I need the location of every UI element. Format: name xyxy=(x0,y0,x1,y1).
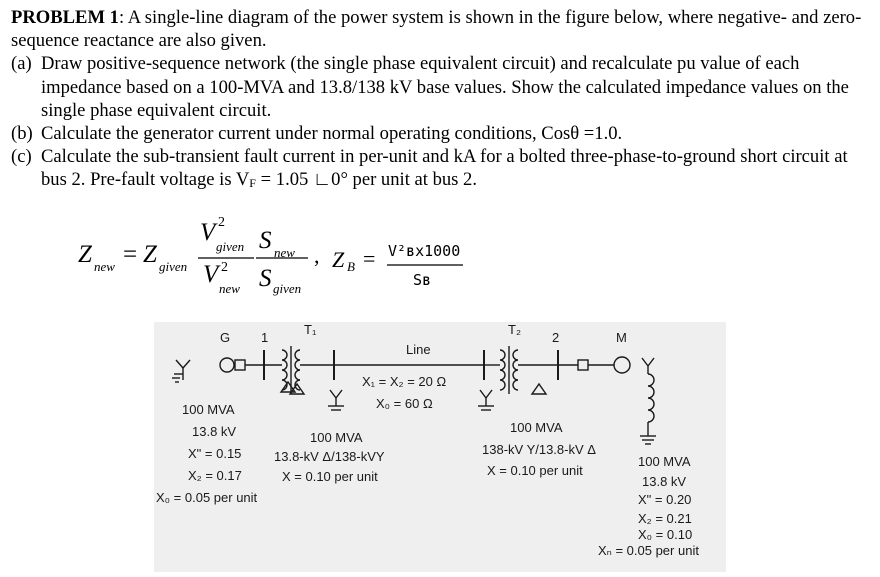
t1-transformer xyxy=(279,346,306,395)
single-line-diagram: G 1 T₁ Line T₂ 2 M X₁ = X₂ = 20 Ω X₀ = 6… xyxy=(154,322,726,572)
formula-s-den: S xyxy=(259,265,272,292)
t1-label: T₁ xyxy=(304,322,317,337)
part-b: (b) Calculate the generator current unde… xyxy=(11,122,871,145)
formula-v-den-sq: 2 xyxy=(221,260,228,275)
formula-v-num-sub: given xyxy=(216,239,245,254)
line-label: Line xyxy=(406,342,431,357)
part-b-text-before: Calculate the generator current under no… xyxy=(41,123,571,145)
bus-2-label: 2 xyxy=(552,330,560,345)
problem-intro: PROBLEM 1: A single-line diagram of the … xyxy=(11,6,871,52)
t1-spec-x: X = 0.10 per unit xyxy=(282,469,378,484)
part-c-label: (c) xyxy=(11,146,32,168)
t1-wye-ground xyxy=(328,389,344,411)
part-b-text-after: =1.0. xyxy=(579,123,623,145)
motor-spec-x2: X₂ = 0.21 xyxy=(638,511,692,526)
t2-spec-kv: 138-kV Y/13.8-kV Δ xyxy=(482,442,596,457)
formula-zb-numerator: V²ʙx1000 xyxy=(388,242,461,260)
impedance-formula: Z new = Z given V 2 given V 2 new S new … xyxy=(0,215,880,305)
t2-label: T₂ xyxy=(508,322,521,337)
part-b-label: (b) xyxy=(11,123,33,145)
part-c: (c) Calculate the sub-transient fault cu… xyxy=(11,145,871,195)
t2-spec-x: X = 0.10 per unit xyxy=(487,463,583,478)
gen-spec-mva: 100 MVA xyxy=(182,402,235,417)
part-c-sub-f: F xyxy=(249,176,256,191)
part-b-theta: θ xyxy=(570,123,580,145)
generator-breaker xyxy=(234,359,246,371)
formula-s-den-sub: given xyxy=(273,281,302,296)
motor-spec-xsub: X" = 0.20 xyxy=(638,492,692,507)
part-c-text-before: Calculate the sub-transient fault curren… xyxy=(41,146,848,191)
formula-v-den: V xyxy=(203,261,219,288)
motor-spec-mva: 100 MVA xyxy=(638,454,691,469)
motor-breaker xyxy=(577,359,589,371)
part-a: (a) Draw positive-sequence network (the … xyxy=(11,52,871,122)
part-c-text-after: = 1.05 ∟0° per unit at bus 2. xyxy=(255,169,477,191)
line-x0: X₀ = 60 Ω xyxy=(376,396,433,411)
formula-zb: Z xyxy=(332,247,345,272)
generator-label: G xyxy=(220,330,231,345)
motor-spec-xn: Xₙ = 0.05 per unit xyxy=(598,543,699,558)
bus-1-label: 1 xyxy=(261,330,269,345)
motor-spec-x0: X₀ = 0.10 xyxy=(638,527,693,542)
part-a-text: Draw positive-sequence network (the sing… xyxy=(41,53,849,121)
formula-fraction-bar-zb xyxy=(387,264,463,266)
formula-sub-new: new xyxy=(94,259,115,274)
t2-spec-mva: 100 MVA xyxy=(510,420,563,435)
t2-wye-ground xyxy=(478,389,494,411)
gen-spec-x0: X₀ = 0.05 per unit xyxy=(156,490,258,505)
formula-equals: = xyxy=(123,241,138,268)
formula-zb-sub: B xyxy=(347,259,355,274)
formula-z-new: Z xyxy=(78,241,92,268)
formula-v-num-sq: 2 xyxy=(218,215,225,230)
t2-transformer xyxy=(499,346,548,395)
motor-circle xyxy=(613,356,631,374)
gen-spec-xsub: X" = 0.15 xyxy=(188,446,242,461)
part-b-text: Calculate the generator current under no… xyxy=(41,122,871,145)
formula-z-given: Z xyxy=(143,241,157,268)
formula-fraction-bar-s xyxy=(256,257,308,259)
diagram-drawing xyxy=(172,346,656,445)
problem-statement: PROBLEM 1: A single-line diagram of the … xyxy=(11,6,871,196)
formula-v-num: V xyxy=(200,219,216,246)
motor-label: M xyxy=(616,330,627,345)
motor-spec-kv: 13.8 kV xyxy=(642,474,687,489)
formula-comma: , xyxy=(314,243,320,268)
motor-neutral-reactor xyxy=(640,357,656,445)
problem-intro-text: : A single-line diagram of the power sys… xyxy=(11,7,862,52)
formula-v-den-sub: new xyxy=(219,281,240,296)
problem-heading: PROBLEM 1 xyxy=(11,7,119,28)
formula-zb-denominator: Sʙ xyxy=(413,271,432,289)
generator-circle xyxy=(219,357,235,373)
gen-spec-x2: X₂ = 0.17 xyxy=(188,468,242,483)
generator-grounding-symbol xyxy=(172,359,191,383)
formula-s-num: S xyxy=(259,227,272,254)
formula-fraction-bar-v xyxy=(198,257,254,259)
formula-s-num-sub: new xyxy=(274,245,295,260)
t1-spec-mva: 100 MVA xyxy=(310,430,363,445)
line-x12: X₁ = X₂ = 20 Ω xyxy=(362,374,447,389)
part-c-text: Calculate the sub-transient fault curren… xyxy=(41,145,871,195)
formula-sub-given: given xyxy=(159,259,188,274)
gen-spec-kv: 13.8 kV xyxy=(192,424,237,439)
formula-zb-equals: = xyxy=(363,246,376,271)
t1-spec-kv: 13.8-kV Δ/138-kVY xyxy=(274,449,385,464)
part-a-label: (a) xyxy=(11,53,32,75)
